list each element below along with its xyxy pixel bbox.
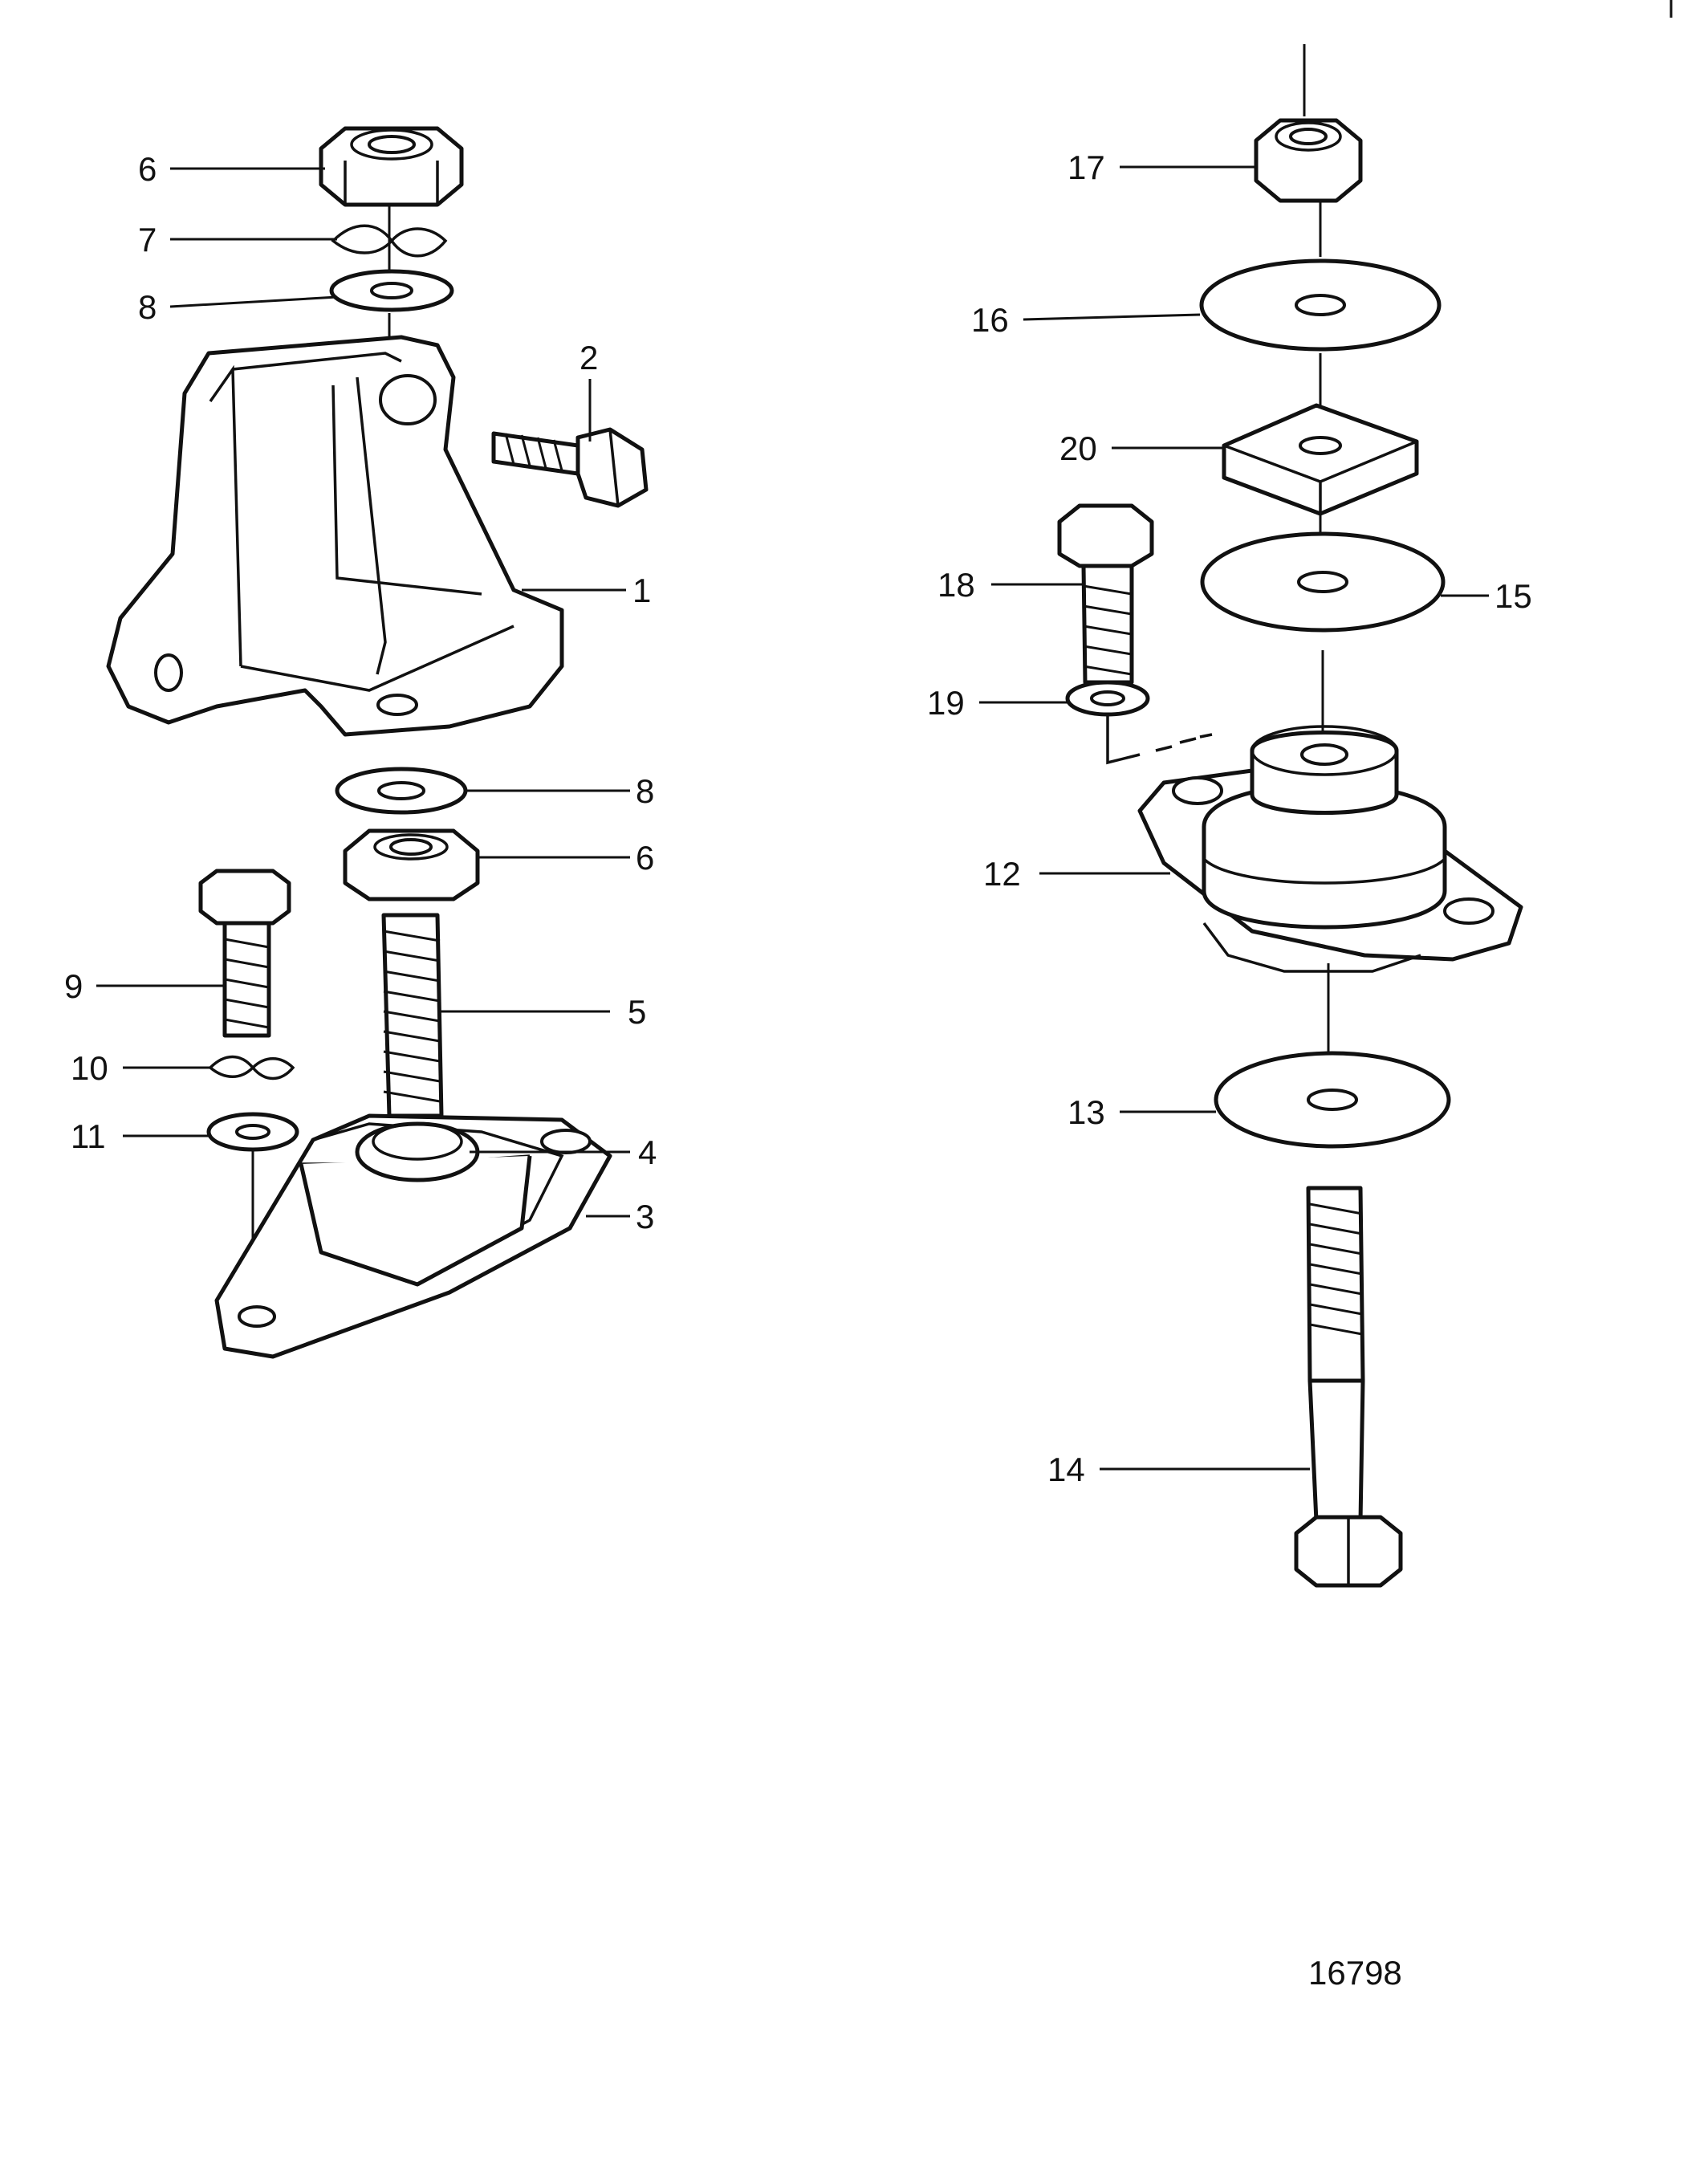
- rubber-mount-12: [1137, 725, 1523, 973]
- callout-18: 18: [937, 566, 975, 604]
- callout-12: 12: [983, 855, 1021, 893]
- engine-bracket: [106, 335, 564, 737]
- callout-20: 20: [1059, 429, 1097, 467]
- callout-labels: 6 7 8 2 1 8 6 9 5 10 11 4 3 17 16 20 18 …: [64, 149, 1532, 1992]
- callout-4: 4: [638, 1133, 657, 1171]
- callout-7: 7: [138, 221, 157, 258]
- callout-5: 5: [628, 993, 646, 1031]
- callout-1: 1: [632, 572, 651, 609]
- washer-13: [1214, 1051, 1451, 1149]
- washer-16: [1199, 258, 1442, 352]
- bolt-14: [1294, 1186, 1403, 1588]
- callout-13: 13: [1068, 1093, 1105, 1131]
- bracket-screw: [491, 427, 649, 508]
- callout-16: 16: [971, 301, 1009, 339]
- callout-8-top: 8: [138, 288, 157, 326]
- callout-6-top: 6: [138, 150, 157, 188]
- threaded-stud: [381, 913, 444, 1118]
- callout-14: 14: [1047, 1451, 1085, 1488]
- washer-15: [1200, 531, 1446, 633]
- callout-10: 10: [71, 1049, 108, 1087]
- bolt-18: [1057, 503, 1154, 685]
- callout-9: 9: [64, 967, 83, 1005]
- rubber-mount-lower: [214, 1113, 612, 1359]
- callout-19: 19: [927, 684, 965, 722]
- callout-15: 15: [1494, 577, 1532, 615]
- lock-washer-top: [331, 224, 448, 258]
- flat-washer-lower: [335, 767, 468, 815]
- washer-19: [1065, 680, 1150, 717]
- leader-lines: [96, 165, 1489, 1471]
- alignment-line: [1106, 714, 1213, 765]
- nut-17: [1254, 118, 1363, 203]
- callout-11: 11: [71, 1117, 106, 1155]
- callout-2: 2: [580, 339, 598, 376]
- callout-17: 17: [1068, 149, 1105, 186]
- callout-6-lower: 6: [636, 839, 654, 877]
- left-assembly: [106, 126, 649, 1359]
- callout-8-lower: 8: [636, 772, 654, 810]
- lock-washer-10: [208, 1055, 295, 1080]
- flat-washer-top: [329, 269, 454, 312]
- nut-lower: [343, 828, 480, 901]
- drawing-number: 16798: [1308, 1954, 1402, 1992]
- top-nut: [319, 126, 464, 207]
- bolt-9: [198, 869, 291, 1038]
- right-assembly: [1057, 44, 1523, 1588]
- square-spacer-20: [1222, 403, 1419, 516]
- washer-11: [206, 1112, 299, 1152]
- callout-3: 3: [636, 1198, 654, 1235]
